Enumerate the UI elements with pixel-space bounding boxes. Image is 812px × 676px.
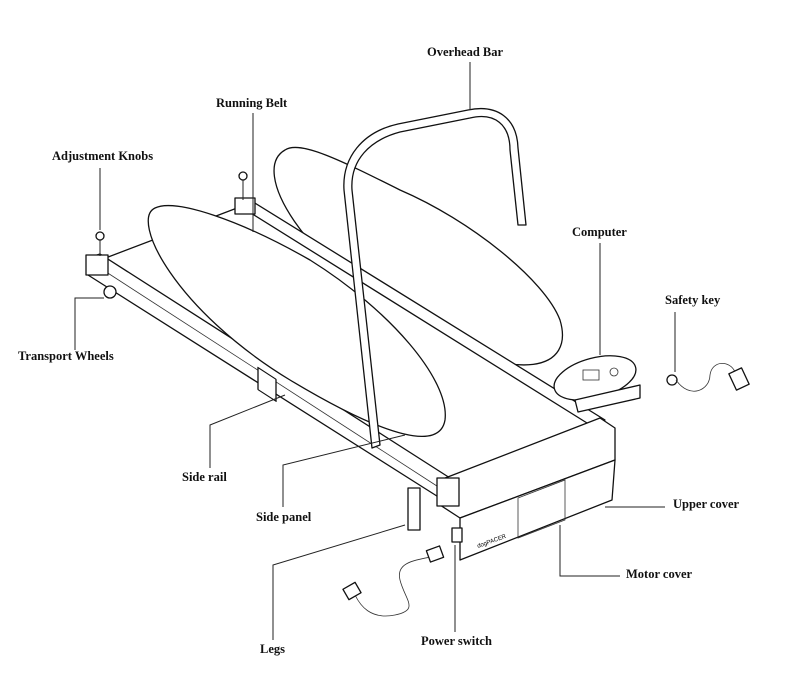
safety-key-cord xyxy=(675,362,736,392)
safety-key-clip xyxy=(666,374,678,386)
back-right-end-cap xyxy=(234,197,256,215)
power-plug xyxy=(425,545,445,563)
label-side-panel: Side panel xyxy=(256,510,312,524)
back-left-end-cap xyxy=(85,254,109,276)
overhead-bar xyxy=(343,108,527,449)
legs xyxy=(407,487,421,531)
transport-wheel xyxy=(103,285,117,299)
adjustment-knob-right xyxy=(238,171,248,181)
label-computer: Computer xyxy=(572,225,627,239)
power-plug-end xyxy=(342,581,362,601)
label-overhead-bar: Overhead Bar xyxy=(427,45,504,59)
label-running-belt: Running Belt xyxy=(216,96,288,110)
label-power-switch: Power switch xyxy=(421,634,492,648)
motor-cover-panel xyxy=(517,479,566,539)
label-upper-cover: Upper cover xyxy=(673,497,740,511)
safety-key xyxy=(728,367,750,391)
label-adjustment-knobs: Adjustment Knobs xyxy=(52,149,154,163)
computer-display xyxy=(582,369,600,381)
rail-joint xyxy=(257,366,277,403)
power-switch xyxy=(451,527,463,543)
label-side-rail: Side rail xyxy=(182,470,227,484)
motor-cover xyxy=(459,459,616,561)
label-motor-cover: Motor cover xyxy=(626,567,693,581)
label-safety-key: Safety key xyxy=(665,293,721,307)
power-cord xyxy=(354,554,441,617)
label-transport-wheels: Transport Wheels xyxy=(18,349,114,363)
front-left-end-cap xyxy=(436,477,460,507)
label-legs: Legs xyxy=(260,642,285,656)
console-handle xyxy=(574,384,641,413)
adjustment-knob-left xyxy=(95,231,105,241)
